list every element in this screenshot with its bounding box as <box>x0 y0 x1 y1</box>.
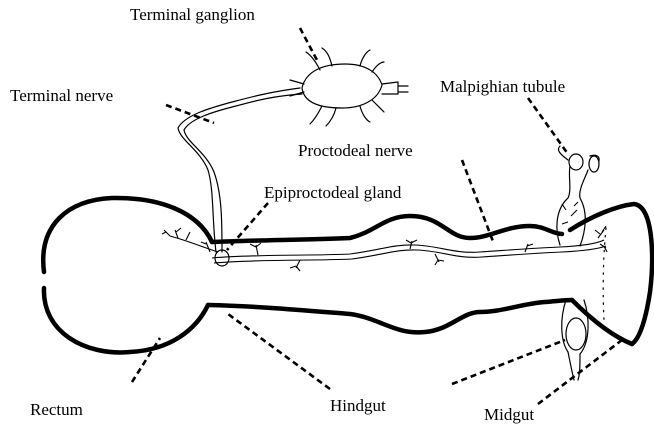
terminal-nerve <box>178 88 302 252</box>
rectum-wall-lower <box>44 288 208 352</box>
terminal-ganglion <box>290 48 408 126</box>
labels: Terminal ganglion Terminal nerve Malpigh… <box>10 5 565 424</box>
leader-proctodeal-nerve <box>462 160 494 244</box>
leader-hindgut-left <box>228 314 330 389</box>
leader-malpighian-tubule <box>528 98 568 154</box>
label-terminal-nerve: Terminal nerve <box>10 86 113 105</box>
label-terminal-ganglion: Terminal ganglion <box>130 5 255 24</box>
malpighian-tubule-upper <box>557 146 599 246</box>
label-proctodeal-nerve: Proctodeal nerve <box>298 141 413 160</box>
epiproctodeal-gland <box>162 228 229 266</box>
leader-hindgut-right <box>452 340 565 384</box>
hindgut-wall-lower <box>208 300 572 332</box>
label-hindgut: Hindgut <box>330 396 386 415</box>
label-rectum: Rectum <box>30 400 83 419</box>
leader-midgut <box>538 340 622 404</box>
label-epiproctodeal-gland: Epiproctodeal gland <box>264 183 402 202</box>
midgut-wall-upper <box>570 204 652 344</box>
rectum-wall-upper <box>43 198 212 272</box>
label-midgut: Midgut <box>484 405 534 424</box>
midgut-wall-lower <box>572 300 632 344</box>
leader-rectum <box>132 338 160 382</box>
leader-terminal-ganglion <box>300 28 318 62</box>
hindgut-wall-upper <box>212 216 562 242</box>
midgut-boundary <box>603 228 606 320</box>
label-malpighian-tubule: Malpighian tubule <box>440 77 565 96</box>
leader-terminal-nerve <box>166 105 214 123</box>
proctodeal-nerve <box>212 226 607 271</box>
gut-outline <box>43 198 652 352</box>
